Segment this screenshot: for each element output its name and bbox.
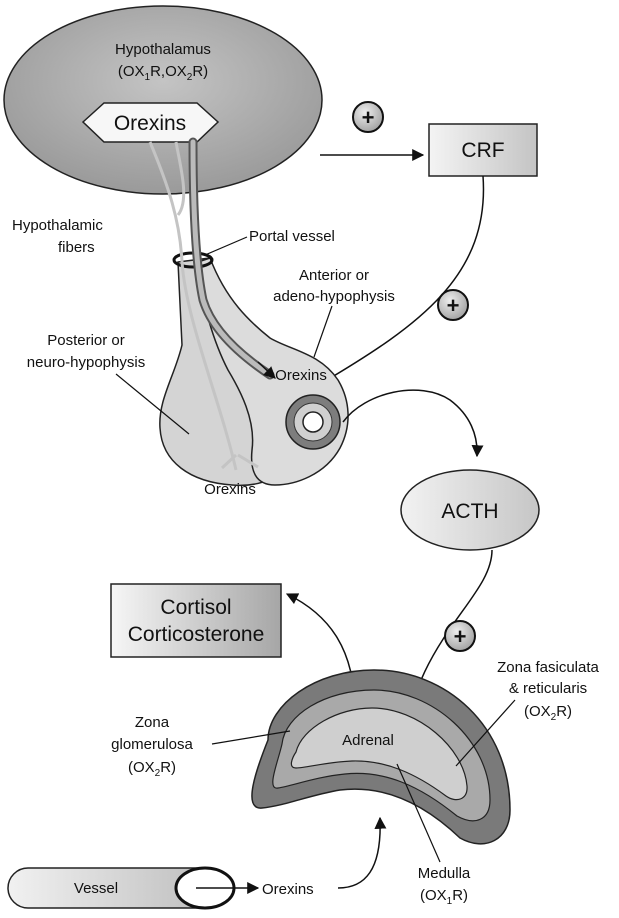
medulla-label: Medulla <box>418 865 471 882</box>
zona-fasciculata-label-2: & reticularis <box>509 680 587 697</box>
cortisol-label: Cortisol <box>160 596 231 619</box>
corticotroph-inner <box>303 412 323 432</box>
acth-label: ACTH <box>441 500 498 523</box>
cortisol-box <box>111 584 281 657</box>
anterior-label-2: adeno-hypophysis <box>273 288 395 305</box>
zona-fasciculata-receptor: (OX2R) <box>524 703 572 723</box>
hypothalamus-ellipse <box>4 6 322 194</box>
orexins-vessel-label: Orexins <box>262 881 314 898</box>
crf-label: CRF <box>461 139 504 162</box>
arrow-pituitary-to-acth <box>343 390 477 456</box>
zona-fasciculata-label-1: Zona fasiculata <box>497 659 599 676</box>
portal-vessel-label: Portal vessel <box>249 228 335 245</box>
zona-glomerulosa-receptor: (OX2R) <box>128 759 176 779</box>
plus-sign-adrenal: + <box>454 624 467 649</box>
medulla-receptor: (OX1R) <box>420 887 468 907</box>
orexins-posterior-label: Orexins <box>204 481 256 498</box>
posterior-label-1: Posterior or <box>47 332 125 349</box>
portal-vessel-leader <box>205 237 247 255</box>
anterior-label-1: Anterior or <box>299 267 369 284</box>
arrow-orexins-to-adrenal <box>338 818 380 888</box>
plus-sign-crf: + <box>362 105 375 130</box>
posterior-label-2: neuro-hypophysis <box>27 354 145 371</box>
orexins-anterior-label: Orexins <box>275 367 327 384</box>
plus-sign-pituitary: + <box>447 293 460 318</box>
vessel-label: Vessel <box>74 880 118 897</box>
orexins-hypothalamus-label: Orexins <box>114 112 186 135</box>
hypothalamic-fibers-label-1: Hypothalamic <box>12 217 103 234</box>
hypothalamic-fibers-label-2: fibers <box>58 239 95 256</box>
zona-glomerulosa-label-2: glomerulosa <box>111 736 193 753</box>
hypothalamus-title: Hypothalamus <box>115 41 211 58</box>
corticosterone-label: Corticosterone <box>128 623 265 646</box>
zona-glomerulosa-label-1: Zona <box>135 714 170 731</box>
anterior-leader <box>314 306 332 357</box>
adrenal-label: Adrenal <box>342 732 394 749</box>
